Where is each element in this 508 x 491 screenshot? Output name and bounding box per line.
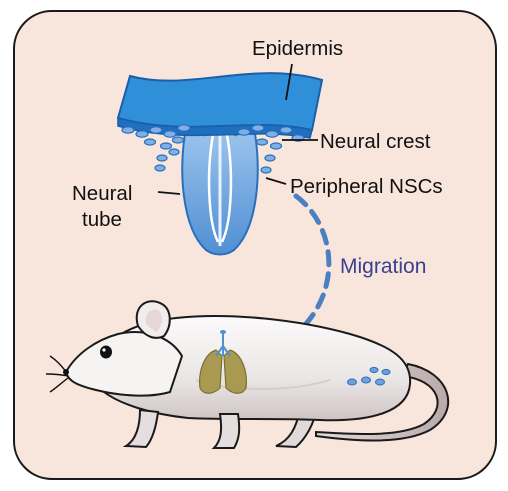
- mouse-icon: [45, 300, 450, 449]
- neural-crest-cells: [121, 124, 305, 174]
- label-peripheral-nscs: Peripheral NSCs: [290, 175, 443, 198]
- neural-tube: [181, 127, 259, 256]
- label-migration: Migration: [340, 255, 426, 278]
- leader-lines: [157, 63, 318, 195]
- label-neural-tube-line2: tube: [82, 208, 122, 231]
- label-neural-tube-line1: Neural: [72, 182, 132, 205]
- migration-path: [293, 193, 332, 333]
- label-epidermis: Epidermis: [252, 37, 343, 60]
- label-neural-crest: Neural crest: [320, 130, 431, 153]
- lungs-icon: [199, 330, 247, 394]
